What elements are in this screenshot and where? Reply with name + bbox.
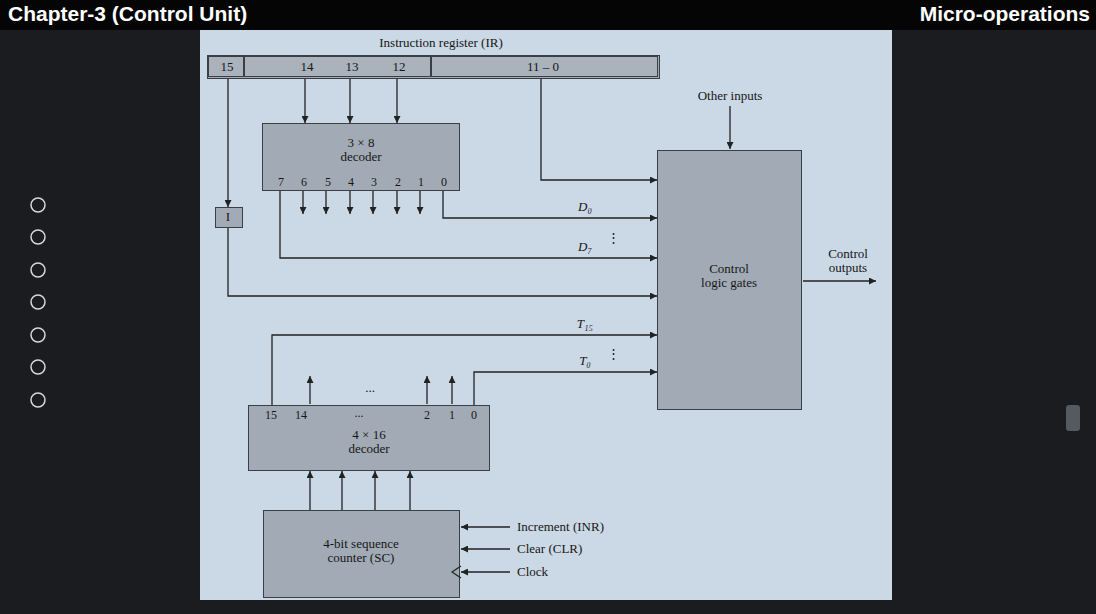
- title-band: [0, 0, 1096, 30]
- decoder-box: 4 × 16 decoder 15 14... 2 1 0: [248, 405, 490, 471]
- sequence-counter-box: 4-bit sequence counter (SC): [263, 510, 460, 598]
- output-number: 2: [424, 408, 430, 422]
- signal-name: Clear (CLR): [517, 542, 582, 556]
- register-field: 14 13 12: [244, 56, 431, 77]
- toolbar-icons: [31, 198, 45, 407]
- signal-connector: [409, 471, 410, 510]
- slide-subtitle: Micro-operations: [920, 1, 1090, 27]
- node-label: 13: [346, 60, 359, 74]
- node-label: 12: [393, 60, 406, 74]
- ellipsis-mark: ⋮: [607, 231, 620, 245]
- output-number: 0: [441, 175, 447, 189]
- signal-connector: [228, 228, 657, 296]
- signal-name: D₇: [578, 240, 592, 254]
- signal-connector: [309, 471, 310, 510]
- node-label: 4 × 16 decoder: [337, 428, 401, 456]
- node-label: 15: [221, 60, 234, 74]
- signal-connector: [349, 77, 350, 123]
- signal-connector: [396, 77, 397, 123]
- output-number: 3: [371, 175, 377, 189]
- register-field: 11 – 0: [431, 56, 658, 77]
- signal-name: T₀: [579, 354, 591, 368]
- signal-connector: [272, 335, 657, 405]
- decoder-box: 3 × 8 decoder 7 6 5 4 3 2 1 0: [262, 123, 460, 191]
- instruction-register: Instruction register (IR)1514131211 – 0: [207, 55, 660, 79]
- signal-connector: [341, 471, 342, 510]
- flip-flop-box: I: [215, 207, 243, 228]
- register-heading: Instruction register (IR): [379, 36, 502, 50]
- slide-title: Chapter-3 (Control Unit): [8, 1, 247, 27]
- signal-connector: [541, 77, 657, 180]
- output-number: 14: [295, 408, 307, 422]
- ellipsis-mark: ...: [365, 381, 375, 395]
- output-number: 0: [471, 408, 477, 422]
- output-number: 2: [395, 175, 401, 189]
- output-number: 4: [348, 175, 354, 189]
- signal-name: Clock: [517, 565, 548, 579]
- signal-name: D₀: [578, 200, 592, 214]
- output-number: 15: [265, 408, 277, 422]
- node-label: 11 – 0: [527, 60, 559, 74]
- output-number: 6: [301, 175, 307, 189]
- signal-connector: [304, 77, 305, 123]
- node-label: 3 × 8 decoder: [331, 136, 391, 164]
- output-number: 1: [449, 408, 455, 422]
- node-label: 14: [301, 60, 314, 74]
- node-label: Control logic gates: [699, 262, 759, 290]
- output-number: 5: [325, 175, 331, 189]
- output-number: 7: [278, 175, 284, 189]
- signal-name: T₁₅: [577, 317, 593, 331]
- diagram-panel: [200, 30, 892, 600]
- clock-symbol: [452, 566, 461, 578]
- ellipsis-mark: ⋮: [607, 347, 620, 361]
- output-number: 1: [418, 175, 424, 189]
- signal-connector: [474, 372, 657, 405]
- signal-connector: [374, 471, 375, 510]
- signal-name: Other inputs: [698, 89, 763, 103]
- signal-connector: [227, 77, 228, 207]
- signal-connector: [280, 191, 657, 258]
- output-number: ...: [355, 406, 364, 420]
- side-tab: [1066, 405, 1080, 431]
- node-label: 4-bit sequence counter (SC): [321, 537, 401, 565]
- signal-name: Increment (INR): [517, 520, 604, 534]
- signal-name: Control outputs: [816, 247, 880, 275]
- node-label: I: [226, 210, 230, 224]
- control-logic-box: Control logic gates: [657, 150, 802, 410]
- signal-connector: [443, 191, 657, 218]
- register-field: 15: [208, 56, 244, 77]
